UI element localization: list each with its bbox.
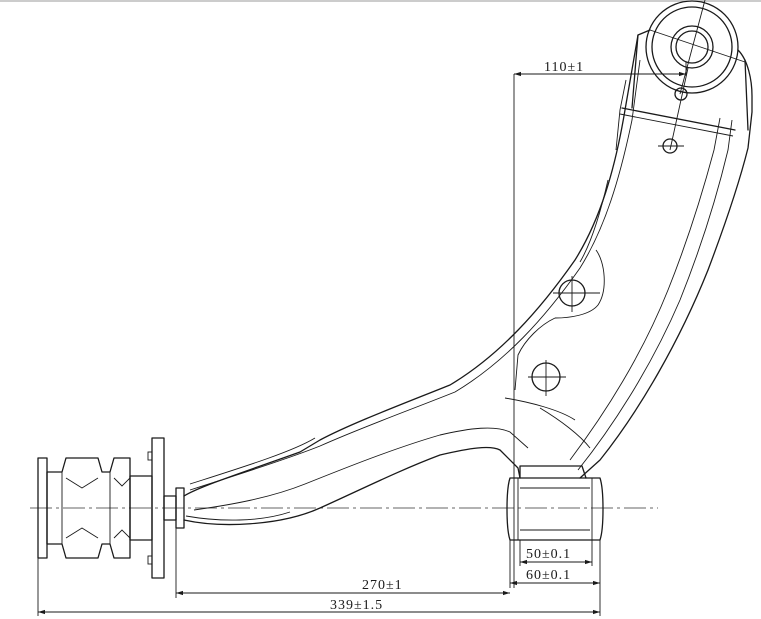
dimension-110-label: 110±1 [544,60,584,75]
dimension-60: 60±0.1 [510,568,600,586]
dimension-50-label: 50±0.1 [526,547,571,562]
dimension-50: 50±0.1 [520,547,592,565]
dimension-270: 270±1 [176,578,510,596]
top-bushing-eye [645,0,746,154]
dimension-339: 339±1.5 [38,598,600,615]
arm-body [183,29,753,526]
extension-lines [37,62,687,616]
dimension-270-label: 270±1 [362,578,403,593]
right-bushing [506,465,604,541]
dimension-110: 110±1 [514,60,686,77]
mounting-hole-upper [553,276,600,312]
dimension-60-label: 60±0.1 [526,568,571,583]
left-bushing [37,437,185,579]
dimension-339-label: 339±1.5 [330,598,383,613]
mounting-hole-lower [528,360,566,396]
